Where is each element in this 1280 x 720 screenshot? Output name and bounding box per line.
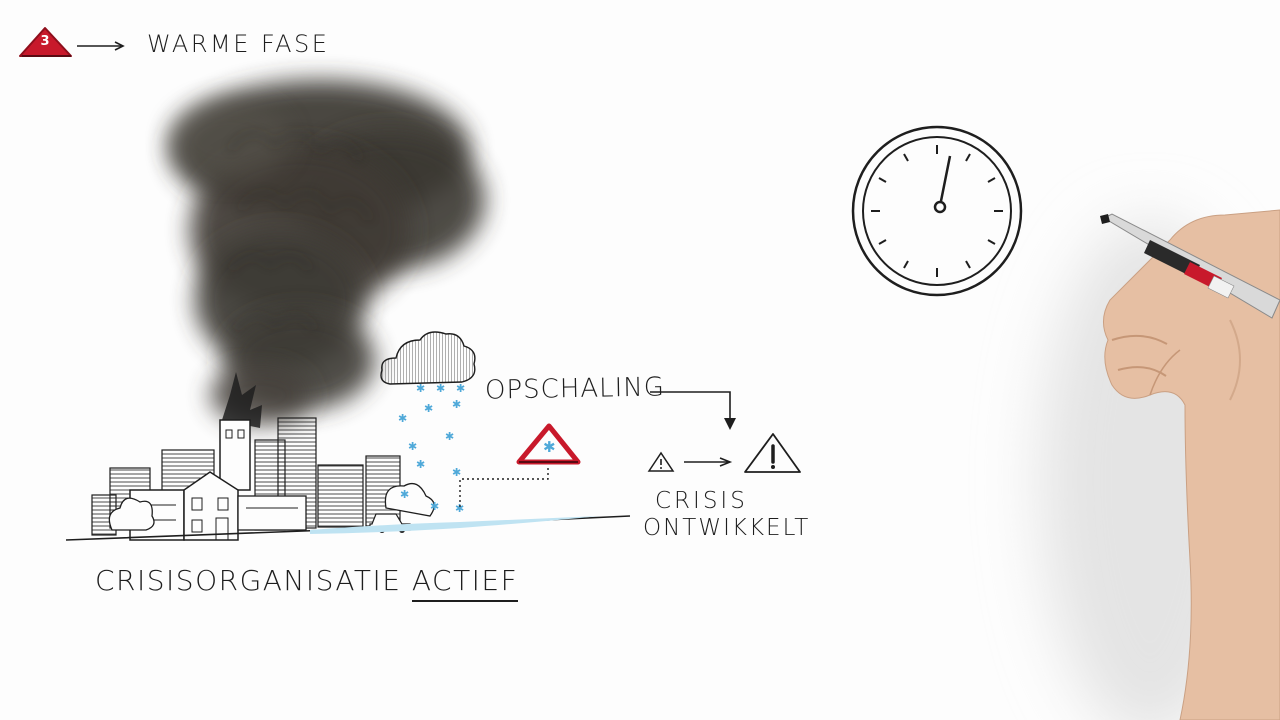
- clock-icon: [851, 125, 1023, 297]
- svg-text:✱: ✱: [436, 382, 445, 395]
- exclamation-icon: [744, 433, 801, 473]
- burning-city: [65, 372, 631, 541]
- svg-text:✱: ✱: [408, 440, 417, 453]
- organization-status-label: CRISISORGANISATIE ACTIEF: [95, 564, 519, 602]
- arrow-right-icon: [684, 457, 733, 467]
- phase-title: WARME FASE: [147, 30, 330, 58]
- warning-triangle-icon: [19, 27, 72, 57]
- svg-text:✱: ✱: [416, 382, 425, 395]
- water-flood: [310, 516, 600, 534]
- cloud-icon: [380, 331, 476, 385]
- crisis-label-line-2: ONTWIKKELT: [643, 515, 811, 541]
- smoke-plume: [170, 80, 485, 425]
- svg-text:✱: ✱: [430, 500, 439, 513]
- svg-text:✱: ✱: [398, 412, 407, 425]
- svg-text:✱: ✱: [416, 458, 425, 471]
- pen-icon: [1100, 213, 1280, 319]
- svg-text:✱: ✱: [400, 488, 409, 501]
- organization-status-active: ACTIEF: [411, 564, 519, 602]
- arrow-right-icon: [77, 41, 125, 51]
- weather-warning-sign: ✱: [516, 423, 581, 465]
- dotted-connector: [459, 468, 549, 510]
- svg-text:✱: ✱: [455, 502, 464, 515]
- svg-text:✱: ✱: [445, 430, 454, 443]
- snowflake-icon: ✱✱✱ ✱✱✱ ✱✱ ✱✱ ✱✱✱: [398, 382, 465, 515]
- svg-text:✱: ✱: [543, 438, 556, 456]
- scale-up-label: OPSCHALING: [484, 372, 666, 406]
- hand-icon: [1103, 209, 1280, 720]
- svg-text:✱: ✱: [456, 382, 465, 395]
- exclamation-icon: [647, 451, 675, 472]
- svg-text:✱: ✱: [452, 398, 461, 411]
- svg-text:✱: ✱: [424, 402, 433, 415]
- scale-up-arrow: [650, 391, 736, 430]
- phase-number-badge: 3: [40, 34, 50, 49]
- svg-text:✱: ✱: [452, 466, 461, 479]
- organization-label: CRISISORGANISATIE: [95, 564, 402, 597]
- crisis-label-line-1: CRISIS: [655, 488, 748, 514]
